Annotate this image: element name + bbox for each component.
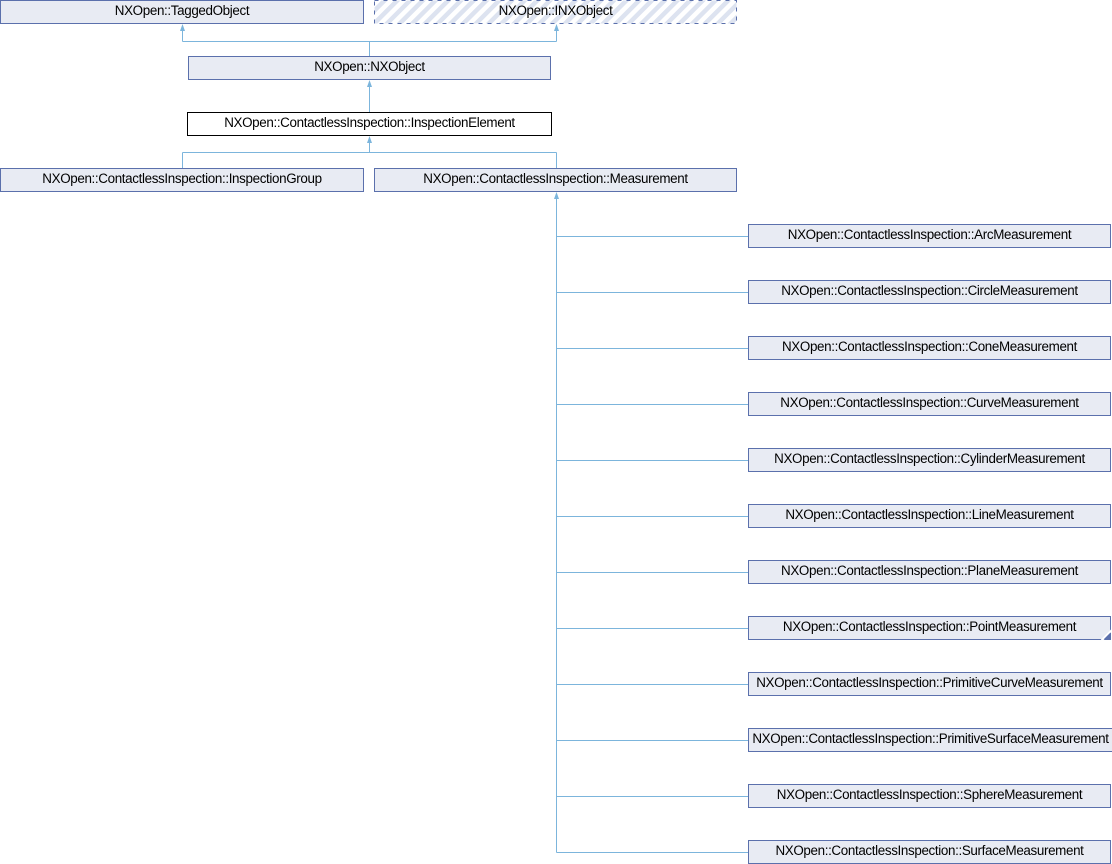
svg-text:NXOpen::ContactlessInspection:: NXOpen::ContactlessInspection::Inspectio…: [42, 171, 321, 186]
svg-text:NXOpen::ContactlessInspection:: NXOpen::ContactlessInspection::Primitive…: [752, 731, 1109, 746]
svg-text:NXOpen::ContactlessInspection:: NXOpen::ContactlessInspection::ArcMeasur…: [788, 227, 1072, 242]
svg-text:NXOpen::ContactlessInspection:: NXOpen::ContactlessInspection::PlaneMeas…: [781, 563, 1079, 578]
svg-text:NXOpen::ContactlessInspection:: NXOpen::ContactlessInspection::CircleMea…: [781, 283, 1078, 298]
svg-text:NXOpen::TaggedObject: NXOpen::TaggedObject: [115, 3, 250, 18]
svg-text:NXOpen::ContactlessInspection:: NXOpen::ContactlessInspection::ConeMeasu…: [782, 339, 1078, 354]
svg-text:NXOpen::ContactlessInspection:: NXOpen::ContactlessInspection::SphereMea…: [777, 787, 1083, 802]
svg-text:NXOpen::ContactlessInspection:: NXOpen::ContactlessInspection::PointMeas…: [783, 619, 1077, 634]
svg-text:NXOpen::ContactlessInspection:: NXOpen::ContactlessInspection::CurveMeas…: [780, 395, 1079, 410]
svg-text:NXOpen::ContactlessInspection:: NXOpen::ContactlessInspection::SurfaceMe…: [775, 843, 1084, 858]
svg-text:NXOpen::NXObject: NXOpen::NXObject: [314, 59, 425, 74]
svg-text:NXOpen::ContactlessInspection:: NXOpen::ContactlessInspection::LineMeasu…: [785, 507, 1074, 522]
svg-text:NXOpen::INXObject: NXOpen::INXObject: [499, 3, 614, 18]
svg-text:NXOpen::ContactlessInspection:: NXOpen::ContactlessInspection::CylinderM…: [774, 451, 1085, 466]
svg-text:NXOpen::ContactlessInspection:: NXOpen::ContactlessInspection::Inspectio…: [224, 115, 515, 130]
svg-text:NXOpen::ContactlessInspection:: NXOpen::ContactlessInspection::Primitive…: [756, 675, 1103, 690]
svg-text:NXOpen::ContactlessInspection:: NXOpen::ContactlessInspection::Measureme…: [423, 171, 688, 186]
